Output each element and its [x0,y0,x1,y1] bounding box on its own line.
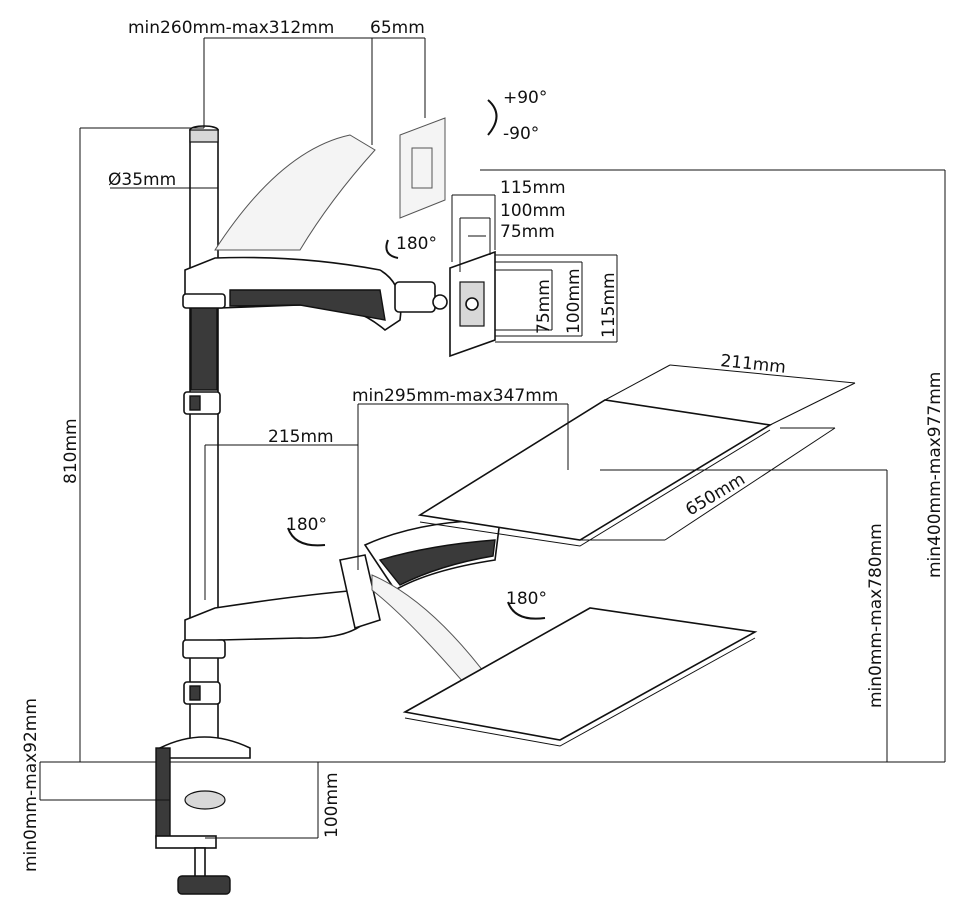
upper-vesa-plate-ghost [399,117,446,219]
clamp-thickness-label: min0mm-max92mm [21,698,41,872]
overall-height-label: min400mm-max977mm [925,372,945,578]
tray-height-label: min0mm-max780mm [866,523,886,708]
tray-swivel-arrow-icon [507,601,546,620]
vesa-width-75-label: 75mm [500,222,555,242]
pole-diameter-label: Ø35mm [108,170,176,190]
lower-swivel-arrow-icon [287,527,326,547]
vesa-height-100-label: 100mm [564,268,584,334]
vesa-height-115-label: 115mm [599,272,619,338]
tray-depth-label: 211mm [719,351,786,378]
lower-arm [182,519,501,659]
keyboard-tray [371,574,758,747]
tilt-up-label: +90° [503,88,547,108]
tilt-arrow-icon [487,99,498,136]
lower-arm-reach-label: min295mm-max347mm [352,386,558,406]
upper-swivel-label: 180° [396,234,437,254]
tilt-down-label: -90° [503,124,539,144]
upper-swivel-arrow-icon [385,239,399,259]
tray-swivel-label: 180° [506,589,547,609]
lower-swivel-label: 180° [286,515,327,535]
rotation-arrow-icons [287,99,546,620]
clamp-depth-label: 100mm [322,772,342,838]
vesa-width-115-label: 115mm [500,178,566,198]
dimension-lines [39,37,946,839]
lower-arm-offset-label: 215mm [268,427,334,447]
upper-arm-offset-label: 65mm [370,18,425,38]
vesa-plate [449,250,496,358]
vesa-height-75-label: 75mm [534,279,554,334]
upper-monitor-arm [182,134,448,332]
desk-clamp [155,736,251,895]
pole-height-label: 810mm [61,418,81,484]
vesa-width-100-label: 100mm [500,201,566,221]
upper-arm-reach-label: min260mm-max312mm [128,18,334,38]
